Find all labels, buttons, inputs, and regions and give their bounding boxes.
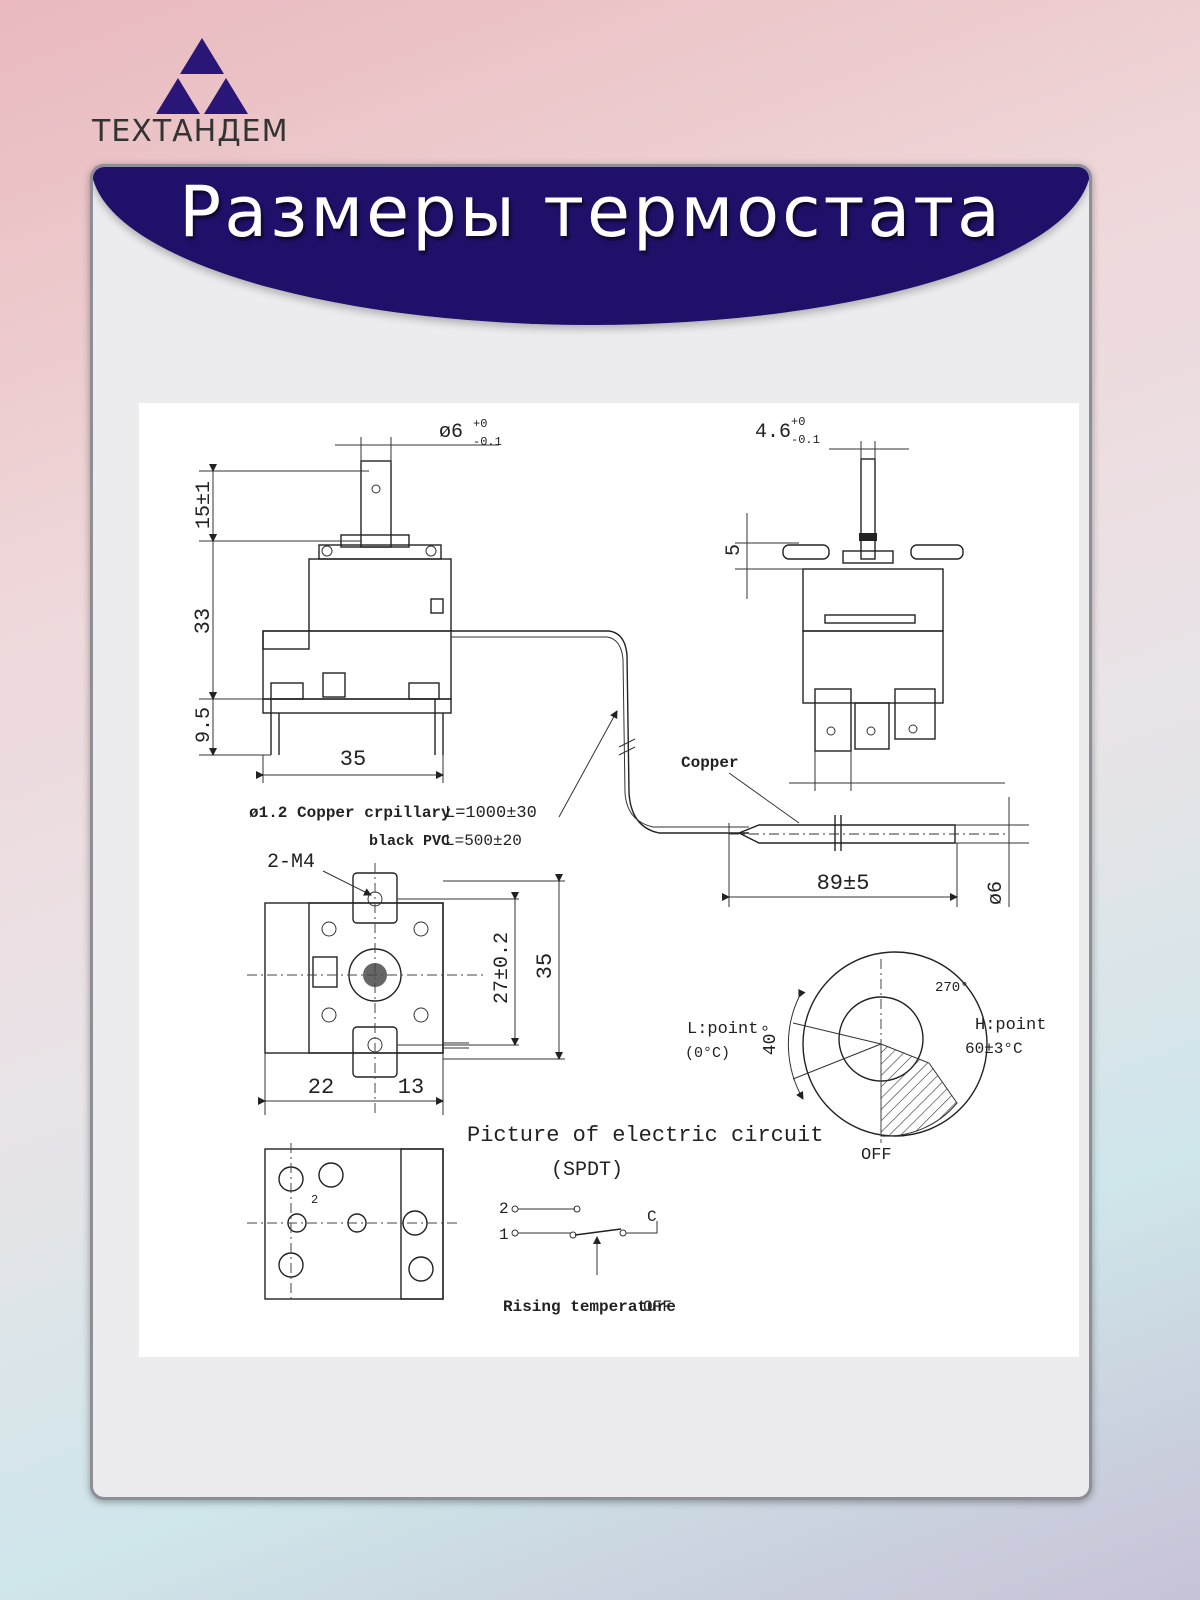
side-view: 4.6 +0 -0.1	[723, 415, 1005, 791]
logo: ТЕХТАНДЕМ	[92, 36, 322, 156]
dim-15-label: 15±1	[193, 481, 216, 529]
capillary-line2-length: L=500±20	[445, 832, 522, 850]
angle-40-label: 40°	[761, 1023, 781, 1055]
l-point-temp: (0°C)	[685, 1045, 730, 1062]
h-point-temp: 60±3°C	[965, 1040, 1023, 1058]
front-view: 15±1 33 9.5 ø6 +0 -0.1 35 ø1.2 Copper cr…	[191, 417, 749, 850]
shaft-width-right-label: 4.6	[755, 421, 791, 444]
rising-temperature-label: Rising temperature	[503, 1298, 676, 1316]
probe: Copper 89±5 ø6	[681, 754, 1029, 907]
capillary-line1-bold: ø1.2 Copper crpillary	[249, 804, 451, 822]
dim-phi6-label: ø6	[985, 881, 1008, 905]
shaft-tol-left-plus: +0	[473, 417, 487, 431]
h-point-label: H:point	[975, 1016, 1046, 1035]
dial-diagram: 270° 40° L:point (0°C) H:point 60±3°C OF…	[685, 951, 1046, 1165]
top-view: 2-M4 27±0.2 35 22 13	[247, 851, 565, 1115]
dim-13-label: 13	[398, 1075, 424, 1100]
l-point-label: L:point	[687, 1020, 758, 1039]
dim-89-label: 89±5	[817, 871, 870, 896]
dim-22-label: 22	[308, 1075, 334, 1100]
dim-5-label: 5	[723, 544, 746, 556]
shaft-tol-right-minus: -0.1	[791, 433, 820, 447]
circuit-terminal-1: 1	[499, 1226, 509, 1244]
circuit-diagram: Picture of electric circuit (SPDT) 2 1 C…	[467, 1123, 823, 1316]
dim-35-width-label: 35	[340, 747, 366, 772]
shaft-tol-right-plus: +0	[791, 415, 805, 429]
mount-label: 2-M4	[267, 851, 315, 874]
capillary-line2-bold: black PVC	[369, 833, 450, 850]
terminal-view-2-label: 2	[311, 1193, 318, 1207]
rising-off-label: OFF	[643, 1298, 672, 1316]
copper-label: Copper	[681, 754, 739, 772]
off-label: OFF	[861, 1146, 892, 1165]
logo-triangles-icon	[156, 38, 248, 114]
circuit-type: (SPDT)	[551, 1159, 623, 1182]
circuit-terminal-c: C	[647, 1208, 657, 1226]
page-title: Размеры термостата	[179, 171, 1003, 253]
circuit-terminal-2: 2	[499, 1200, 509, 1218]
dim-9-5-label: 9.5	[193, 707, 216, 743]
technical-drawing-svg: 15±1 33 9.5 ø6 +0 -0.1 35 ø1.2 Copper cr…	[191, 415, 1046, 1316]
dim-35-height-label: 35	[533, 953, 558, 979]
capillary-line1-length: L=1000±30	[445, 804, 537, 823]
title-banner: Размеры термостата	[93, 167, 1089, 325]
dim-33-label: 33	[191, 608, 216, 634]
content-card: Размеры термостата	[90, 164, 1092, 1500]
angle-270-label: 270°	[935, 980, 969, 996]
thermostat-drawing: 15±1 33 9.5 ø6 +0 -0.1 35 ø1.2 Copper cr…	[139, 403, 1079, 1357]
dim-27-label: 27±0.2	[491, 932, 514, 1004]
terminal-view: 2	[247, 1143, 461, 1303]
circuit-title: Picture of electric circuit	[467, 1123, 823, 1148]
shaft-diameter-left-label: ø6	[439, 421, 463, 444]
logo-text: ТЕХТАНДЕМ	[92, 114, 289, 149]
shaft-tol-left-minus: -0.1	[473, 435, 502, 449]
